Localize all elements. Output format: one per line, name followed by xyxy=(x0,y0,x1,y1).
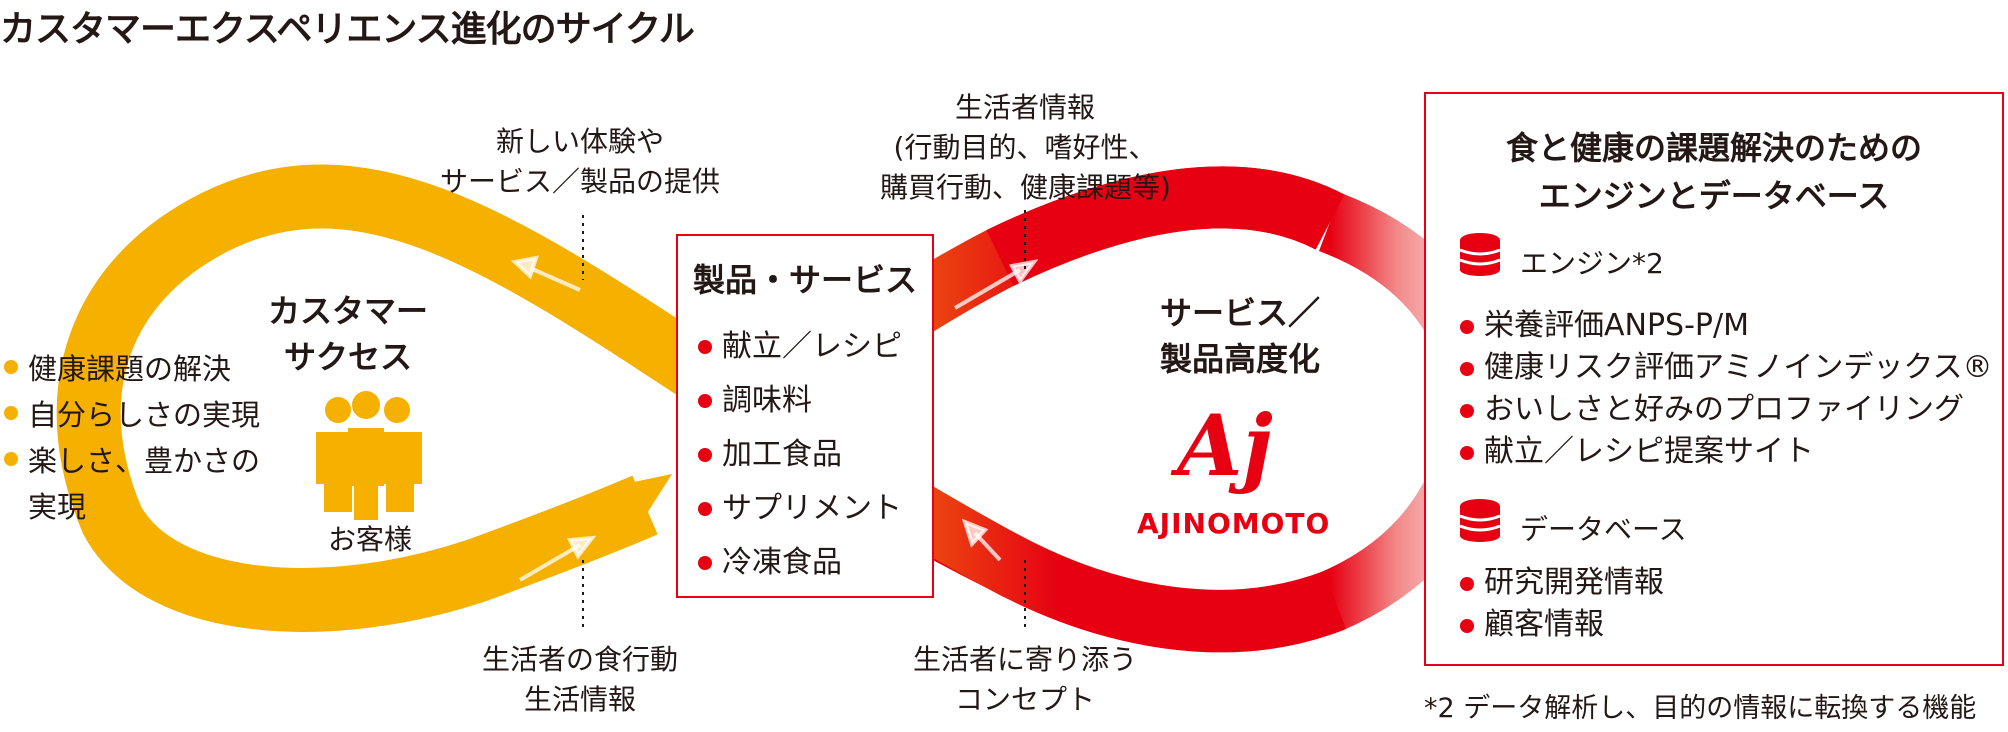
list-item: 栄養評価ANPS-P/M xyxy=(1460,305,1993,347)
arrow-icon xyxy=(510,255,1039,582)
database-icon xyxy=(1459,499,1501,542)
engine-database-heading: 食と健康の課題解決のための エンジンとデータベース xyxy=(1424,124,2004,220)
customer-benefits-list: 健康課題の解決 自分らしさの実現 楽しさ、豊かさの 実現 xyxy=(4,346,260,530)
list-item: 健康課題の解決 xyxy=(4,346,260,392)
list-item: おいしさと好みのプロファイリング xyxy=(1460,389,1993,431)
left-bottom-label-line2: 生活情報 xyxy=(523,683,636,716)
page-title: カスタマーエクスペリエンス進化のサイクル xyxy=(0,9,695,50)
service-advancement-heading: サービス／ 製品高度化 xyxy=(1140,290,1340,382)
heading-line1: サービス／ xyxy=(1159,294,1320,332)
left-top-label-line1: 新しい体験や xyxy=(495,125,664,158)
heading-line1: 食と健康の課題解決のための xyxy=(1505,129,1922,167)
list-item: 冷凍食品 xyxy=(698,536,902,590)
left-top-label-line2: サービス／製品の提供 xyxy=(439,165,720,198)
list-item: サプリメント xyxy=(698,482,902,536)
list-item: 献立／レシピ xyxy=(698,320,902,374)
right-top-label-line1: 生活者情報 xyxy=(954,91,1095,124)
list-item: 自分らしさの実現 xyxy=(4,392,260,438)
heading-line2: 製品高度化 xyxy=(1159,340,1320,378)
customer-label: お客様 xyxy=(327,523,412,556)
engine-list: 栄養評価ANPS-P/M 健康リスク評価アミノインデックス® おいしさと好みのプ… xyxy=(1460,305,1993,473)
database-list: 研究開発情報 顧客情報 xyxy=(1460,562,1664,646)
left-loop-top xyxy=(56,164,718,632)
people-icon xyxy=(316,391,422,520)
customer-success-heading: カスタマー サクセス xyxy=(268,288,428,380)
left-bottom-label: 生活者の食行動 生活情報 xyxy=(460,640,700,720)
list-item-continuation: 実現 xyxy=(28,490,87,524)
ajinomoto-logo-text: AJINOMOTO xyxy=(1137,507,1331,540)
list-item: 調味料 xyxy=(698,374,902,428)
right-bottom-label: 生活者に寄り添う コンセプト xyxy=(885,640,1165,720)
list-item: 楽しさ、豊かさの xyxy=(4,438,260,484)
list-item: 献立／レシピ提案サイト xyxy=(1460,431,1993,473)
database-label: データベース xyxy=(1520,513,1687,546)
footnote: *2 データ解析し、目的の情報に転換する機能 xyxy=(1424,693,1977,724)
right-top-label-line3: 購買行動、健康課題等) xyxy=(880,171,1171,204)
products-box xyxy=(676,234,934,598)
right-top-label: 生活者情報 (行動目的、嗜好性、 購買行動、健康課題等) xyxy=(880,88,1171,208)
list-item: 加工食品 xyxy=(698,428,902,482)
heading-line2: サクセス xyxy=(283,338,412,376)
right-loop-top xyxy=(986,166,1345,286)
engine-database-box xyxy=(1424,92,2004,666)
heading-line1: カスタマー xyxy=(268,292,429,330)
products-heading: 製品・サービス xyxy=(692,261,917,299)
list-item: 顧客情報 xyxy=(1460,604,1664,646)
heading-line2: エンジンとデータベース xyxy=(1538,177,1890,215)
right-bottom-label-line2: コンセプト xyxy=(954,683,1095,716)
engine-label: エンジン*2 xyxy=(1520,247,1664,280)
ajinomoto-logo-mark: Aj xyxy=(1177,396,1273,495)
left-top-label: 新しい体験や サービス／製品の提供 xyxy=(430,122,730,202)
yellow-arrowhead xyxy=(605,474,672,540)
right-bottom-label-line1: 生活者に寄り添う xyxy=(912,643,1137,676)
list-item: 健康リスク評価アミノインデックス® xyxy=(1460,347,1993,389)
right-top-label-line2: (行動目的、嗜好性、 xyxy=(893,131,1157,164)
left-bottom-label-line1: 生活者の食行動 xyxy=(481,643,678,676)
list-item: 研究開発情報 xyxy=(1460,562,1664,604)
database-icon xyxy=(1459,233,1501,276)
products-list: 献立／レシピ 調味料 加工食品 サプリメント 冷凍食品 xyxy=(698,320,902,590)
